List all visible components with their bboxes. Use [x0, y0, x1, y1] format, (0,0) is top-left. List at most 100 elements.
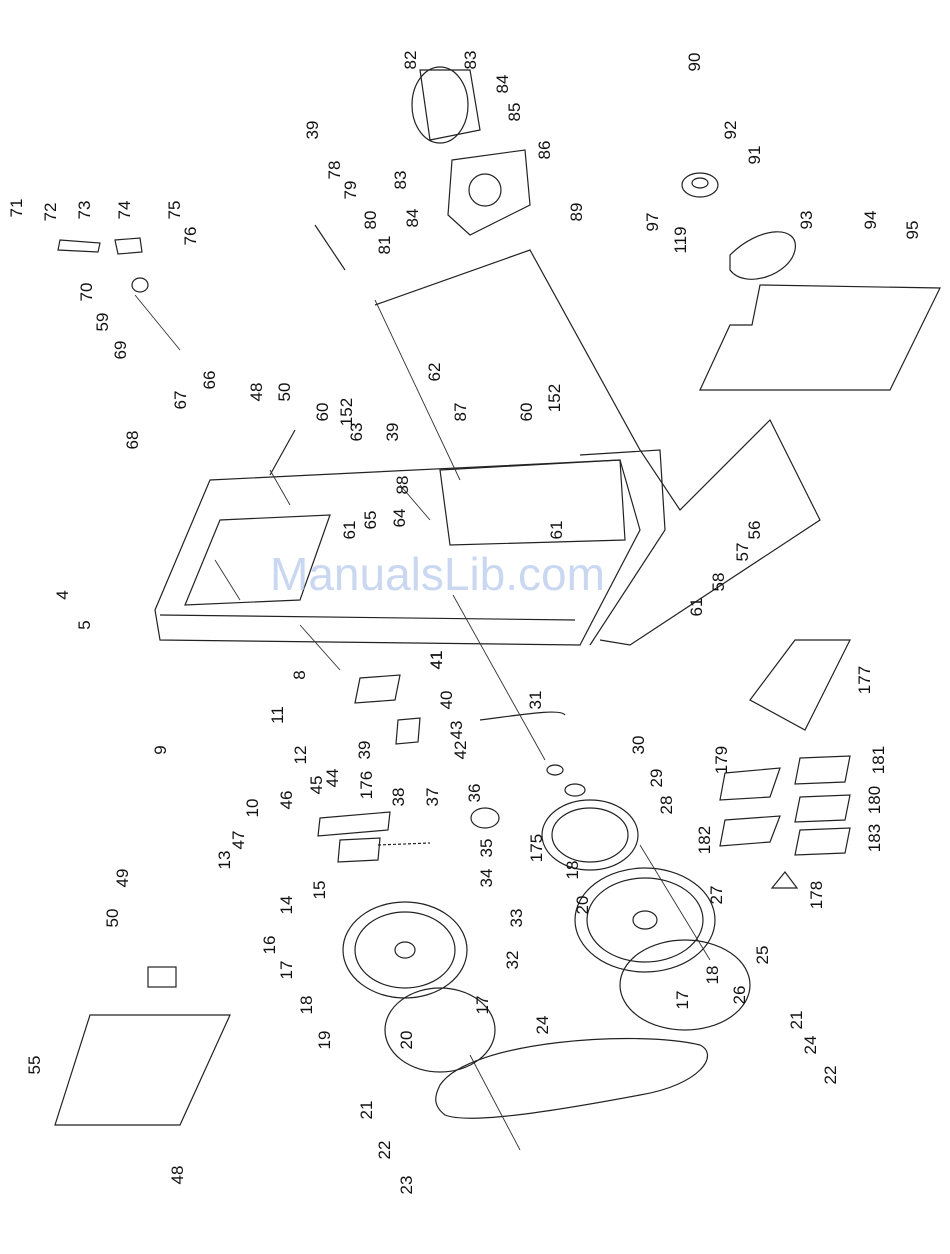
part-number-label: 42: [451, 741, 470, 760]
part-number-label: 61: [687, 598, 706, 617]
part-number-label: 17: [473, 996, 492, 1015]
part-number-label: 17: [673, 991, 692, 1010]
part-number-label: 66: [200, 371, 219, 390]
side-cover-95: [699, 284, 941, 391]
part-number-label: 152: [337, 398, 356, 426]
part-number-label: 73: [75, 201, 94, 220]
part-number-label: 15: [310, 881, 329, 900]
wheel-21: [384, 987, 496, 1073]
part-number-label: 64: [390, 509, 409, 528]
part-number-label: 93: [797, 211, 816, 230]
part-number-label: 32: [503, 951, 522, 970]
part-number-label: 55: [25, 1056, 44, 1075]
part-number-label: 37: [423, 788, 442, 807]
part-number-label: 85: [505, 103, 524, 122]
part-number-label: 47: [229, 831, 248, 850]
part-number-label: 22: [375, 1141, 394, 1160]
part-number-label: 179: [712, 746, 731, 774]
part-number-label: 23: [397, 1176, 416, 1195]
part-number-label: 21: [357, 1101, 376, 1120]
part-number-label: 76: [181, 227, 200, 246]
part-number-label: 44: [323, 769, 342, 788]
part-number-label: 31: [526, 691, 545, 710]
part-number-label: 57: [733, 543, 752, 562]
part-number-label: 175: [527, 834, 546, 862]
part-number-label: 87: [451, 403, 470, 422]
part-number-label: 177: [855, 666, 874, 694]
wheel-26: [619, 939, 751, 1031]
part-number-label: 70: [77, 283, 96, 302]
part-number-label: 81: [375, 236, 394, 255]
wheel-cover-28: [541, 799, 639, 871]
part-number-label: 10: [243, 799, 262, 818]
part-number-label: 24: [533, 1016, 552, 1035]
part-number-label: 18: [563, 861, 582, 880]
part-number-label: 48: [168, 1166, 187, 1185]
blade-23: [435, 1037, 709, 1119]
part-number-label: 176: [357, 771, 376, 799]
part-number-label: 90: [685, 53, 704, 72]
part-number-label: 11: [268, 706, 287, 724]
part-number-label: 30: [629, 736, 648, 755]
part-number-label: 8: [290, 670, 309, 679]
part-number-label: 60: [517, 403, 536, 422]
part-number-label: 28: [657, 796, 676, 815]
part-number-label: 35: [477, 839, 496, 858]
part-number-label: 9: [151, 745, 170, 754]
part-number-label: 17: [277, 961, 296, 980]
part-number-label: 75: [165, 201, 184, 220]
part-number-label: 183: [865, 824, 884, 852]
part-number-label: 5: [75, 620, 94, 629]
part-number-label: 56: [745, 521, 764, 540]
part-number-label: 152: [545, 384, 564, 412]
main-frame: [154, 449, 666, 646]
part-number-label: 29: [647, 769, 666, 788]
part-number-label: 178: [807, 881, 826, 909]
belt-93: [729, 231, 796, 280]
part-number-label: 97: [643, 213, 662, 232]
part-number-label: 74: [115, 201, 134, 220]
part-number-label: 24: [801, 1036, 820, 1055]
part-number-label: 80: [361, 211, 380, 230]
part-number-label: 84: [403, 209, 422, 228]
upper-wheel-27: [574, 867, 716, 973]
part-number-label: 91: [745, 146, 764, 165]
part-number-label: 34: [477, 869, 496, 888]
part-number-label: 61: [547, 521, 566, 540]
part-number-label: 43: [447, 721, 466, 740]
part-number-label: 39: [303, 121, 322, 140]
part-number-label: 119: [671, 226, 690, 253]
part-number-label: 71: [7, 199, 26, 218]
part-number-label: 60: [313, 403, 332, 422]
part-number-label: 72: [41, 203, 60, 222]
part-number-label: 45: [307, 776, 326, 795]
part-number-label: 48: [247, 383, 266, 402]
part-number-label: 18: [703, 966, 722, 985]
part-number-label: 83: [461, 51, 480, 70]
part-number-label: 86: [535, 141, 554, 160]
part-number-label: 82: [401, 51, 420, 70]
part-number-label: 92: [721, 121, 740, 140]
part-number-label: 94: [861, 211, 880, 230]
part-number-label: 40: [437, 691, 456, 710]
blade-guard-assembly: [57, 237, 149, 293]
part-number-label: 33: [507, 909, 526, 928]
part-number-label: 13: [215, 851, 234, 870]
door-55: [54, 966, 231, 1126]
part-number-label: 36: [465, 784, 484, 803]
part-number-label: 19: [315, 1031, 334, 1050]
part-number-label: 25: [753, 946, 772, 965]
watermark: ManualsLib.com: [270, 548, 605, 600]
part-number-label: 67: [171, 391, 190, 410]
part-number-label: 18: [297, 996, 316, 1015]
part-number-label: 63: [347, 423, 366, 442]
part-number-label: 12: [291, 746, 310, 765]
part-number-label: 22: [821, 1066, 840, 1085]
pulley-92: [681, 172, 719, 198]
part-number-label: 49: [113, 869, 132, 888]
part-number-label: 182: [695, 826, 714, 854]
part-number-label: 61: [340, 521, 359, 540]
part-number-label: 95: [903, 221, 922, 240]
part-number-label: 41: [427, 651, 446, 670]
